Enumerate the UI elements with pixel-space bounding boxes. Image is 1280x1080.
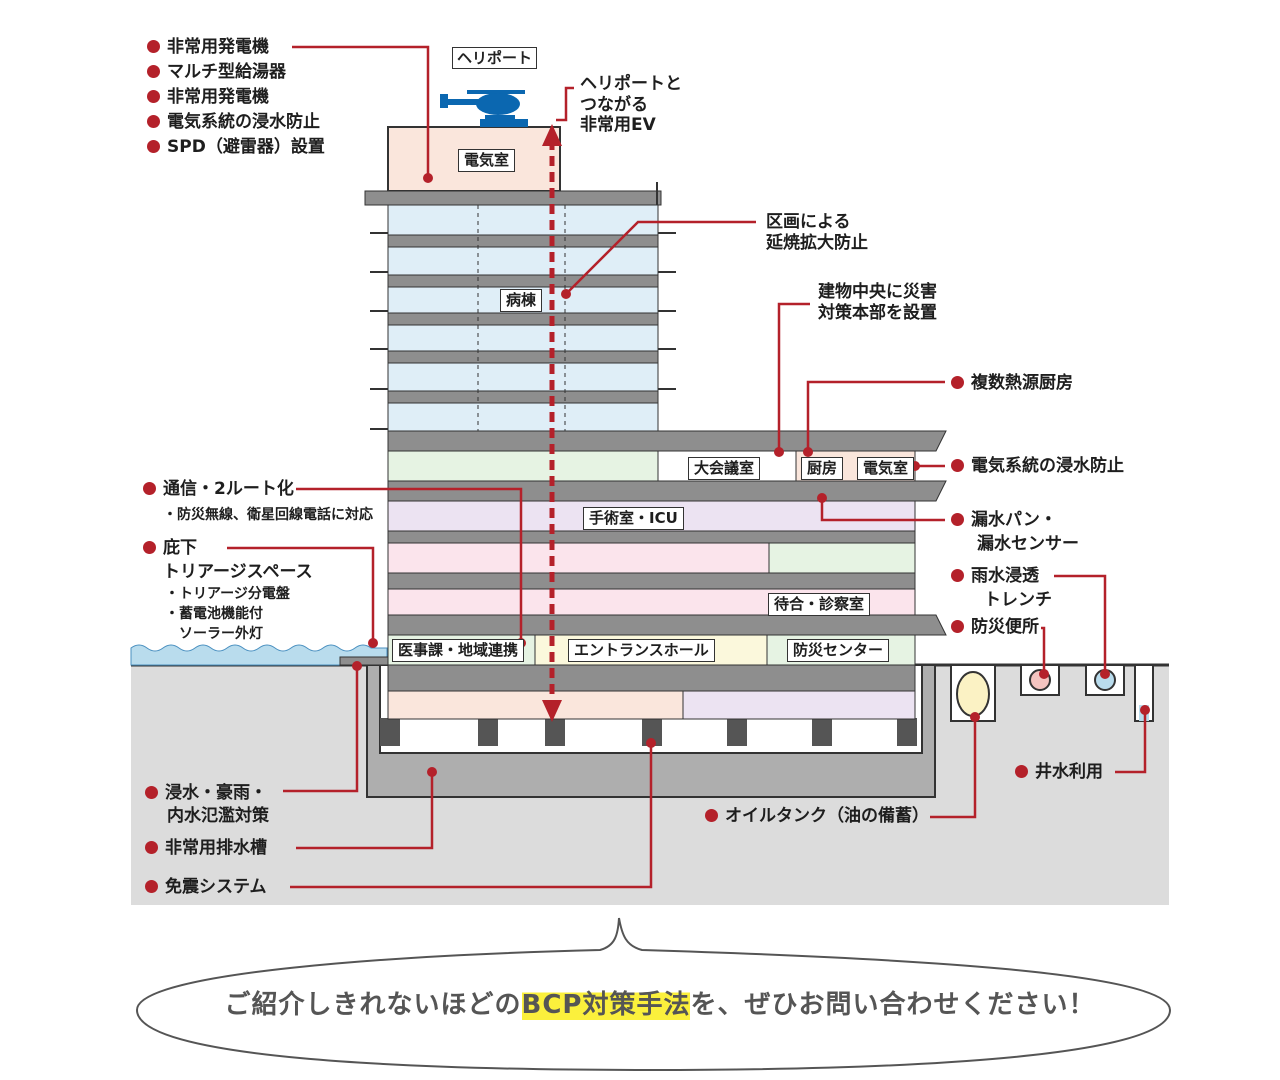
room-conference: 大会議室 xyxy=(688,457,761,480)
bubble-text-after: を、ぜひお問い合わせください！ xyxy=(690,990,1096,1020)
room-ward: 病棟 xyxy=(500,289,543,312)
eaves-sub-1: ・トリアージ分電盤 xyxy=(165,586,290,602)
list-item: 電気系統の浸水防止 xyxy=(147,112,320,132)
comm-sub-label: ・防災無線、衛星回線電話に対応 xyxy=(163,507,373,523)
eaves-sub-3: ソーラー外灯 xyxy=(165,626,263,642)
bubble-text-before: ご紹介しきれないほどの xyxy=(224,990,522,1020)
room-entrance: エントランスホール xyxy=(568,639,715,662)
tower-floors xyxy=(370,204,676,432)
toilet-label: 防災便所 xyxy=(951,617,1039,637)
seismic-isolators xyxy=(380,718,917,746)
emergency-ev-arrow xyxy=(542,124,562,722)
oil-tank-label: オイルタンク（油の備蓄） xyxy=(705,806,929,826)
flood-label-line2: 内水氾濫対策 xyxy=(167,806,269,826)
roof-slab xyxy=(364,190,662,206)
bubble-text-highlight: BCP対策手法 xyxy=(521,990,691,1020)
ev-callout: ヘリポートとつながる非常用EV xyxy=(580,74,682,136)
room-medical-affairs: 医事課・地域連携 xyxy=(392,639,525,662)
eaves-label: 庇下 xyxy=(143,538,197,558)
helicopter-icon xyxy=(440,90,528,127)
eaves xyxy=(339,656,389,666)
room-surgery: 手術室・ICU xyxy=(583,507,684,530)
room-roof-electric: 電気室 xyxy=(458,149,516,172)
well-label: 井水利用 xyxy=(1015,762,1103,782)
leak-label: 漏水パン・ xyxy=(951,510,1057,530)
seismic-label: 免震システム xyxy=(145,877,267,897)
eaves-label-line2: トリアージスペース xyxy=(163,562,313,582)
kitchen-label: 複数熱源厨房 xyxy=(951,373,1073,393)
leader-lines xyxy=(227,45,1147,889)
oil-tank-icon xyxy=(956,671,990,717)
comm-label: 通信・2ルート化 xyxy=(143,479,294,499)
eaves-sub-2: ・蓄電池機能付 xyxy=(165,606,263,622)
heliport-label: ヘリポート xyxy=(452,47,538,69)
room-disaster-center: 防災センター xyxy=(787,639,890,662)
room-electric: 電気室 xyxy=(857,457,915,480)
rain-label: 雨水浸透 xyxy=(951,566,1039,586)
bubble-message: ご紹介しきれないほどのBCP対策手法を、ぜひお問い合わせください！ xyxy=(150,984,1170,1021)
electric-flood-label: 電気系統の浸水防止 xyxy=(951,456,1124,476)
flood-label: 浸水・豪雨・ xyxy=(145,783,267,803)
leak-label-line2: 漏水センサー xyxy=(977,534,1079,554)
rain-label-line2: トレンチ xyxy=(984,590,1052,610)
flood-water xyxy=(130,644,388,666)
list-item: マルチ型給湯器 xyxy=(147,62,286,82)
room-waiting: 待合・診察室 xyxy=(768,593,871,616)
list-item: 非常用発電機 xyxy=(147,37,269,57)
list-item: SPD（避雷器）設置 xyxy=(147,137,325,157)
compartment-callout: 区画による延焼拡大防止 xyxy=(766,212,868,253)
list-item: 非常用発電機 xyxy=(147,87,269,107)
drain-label: 非常用排水槽 xyxy=(145,838,267,858)
room-kitchen: 厨房 xyxy=(801,457,844,480)
hq-callout: 建物中央に災害対策本部を設置 xyxy=(818,282,937,323)
